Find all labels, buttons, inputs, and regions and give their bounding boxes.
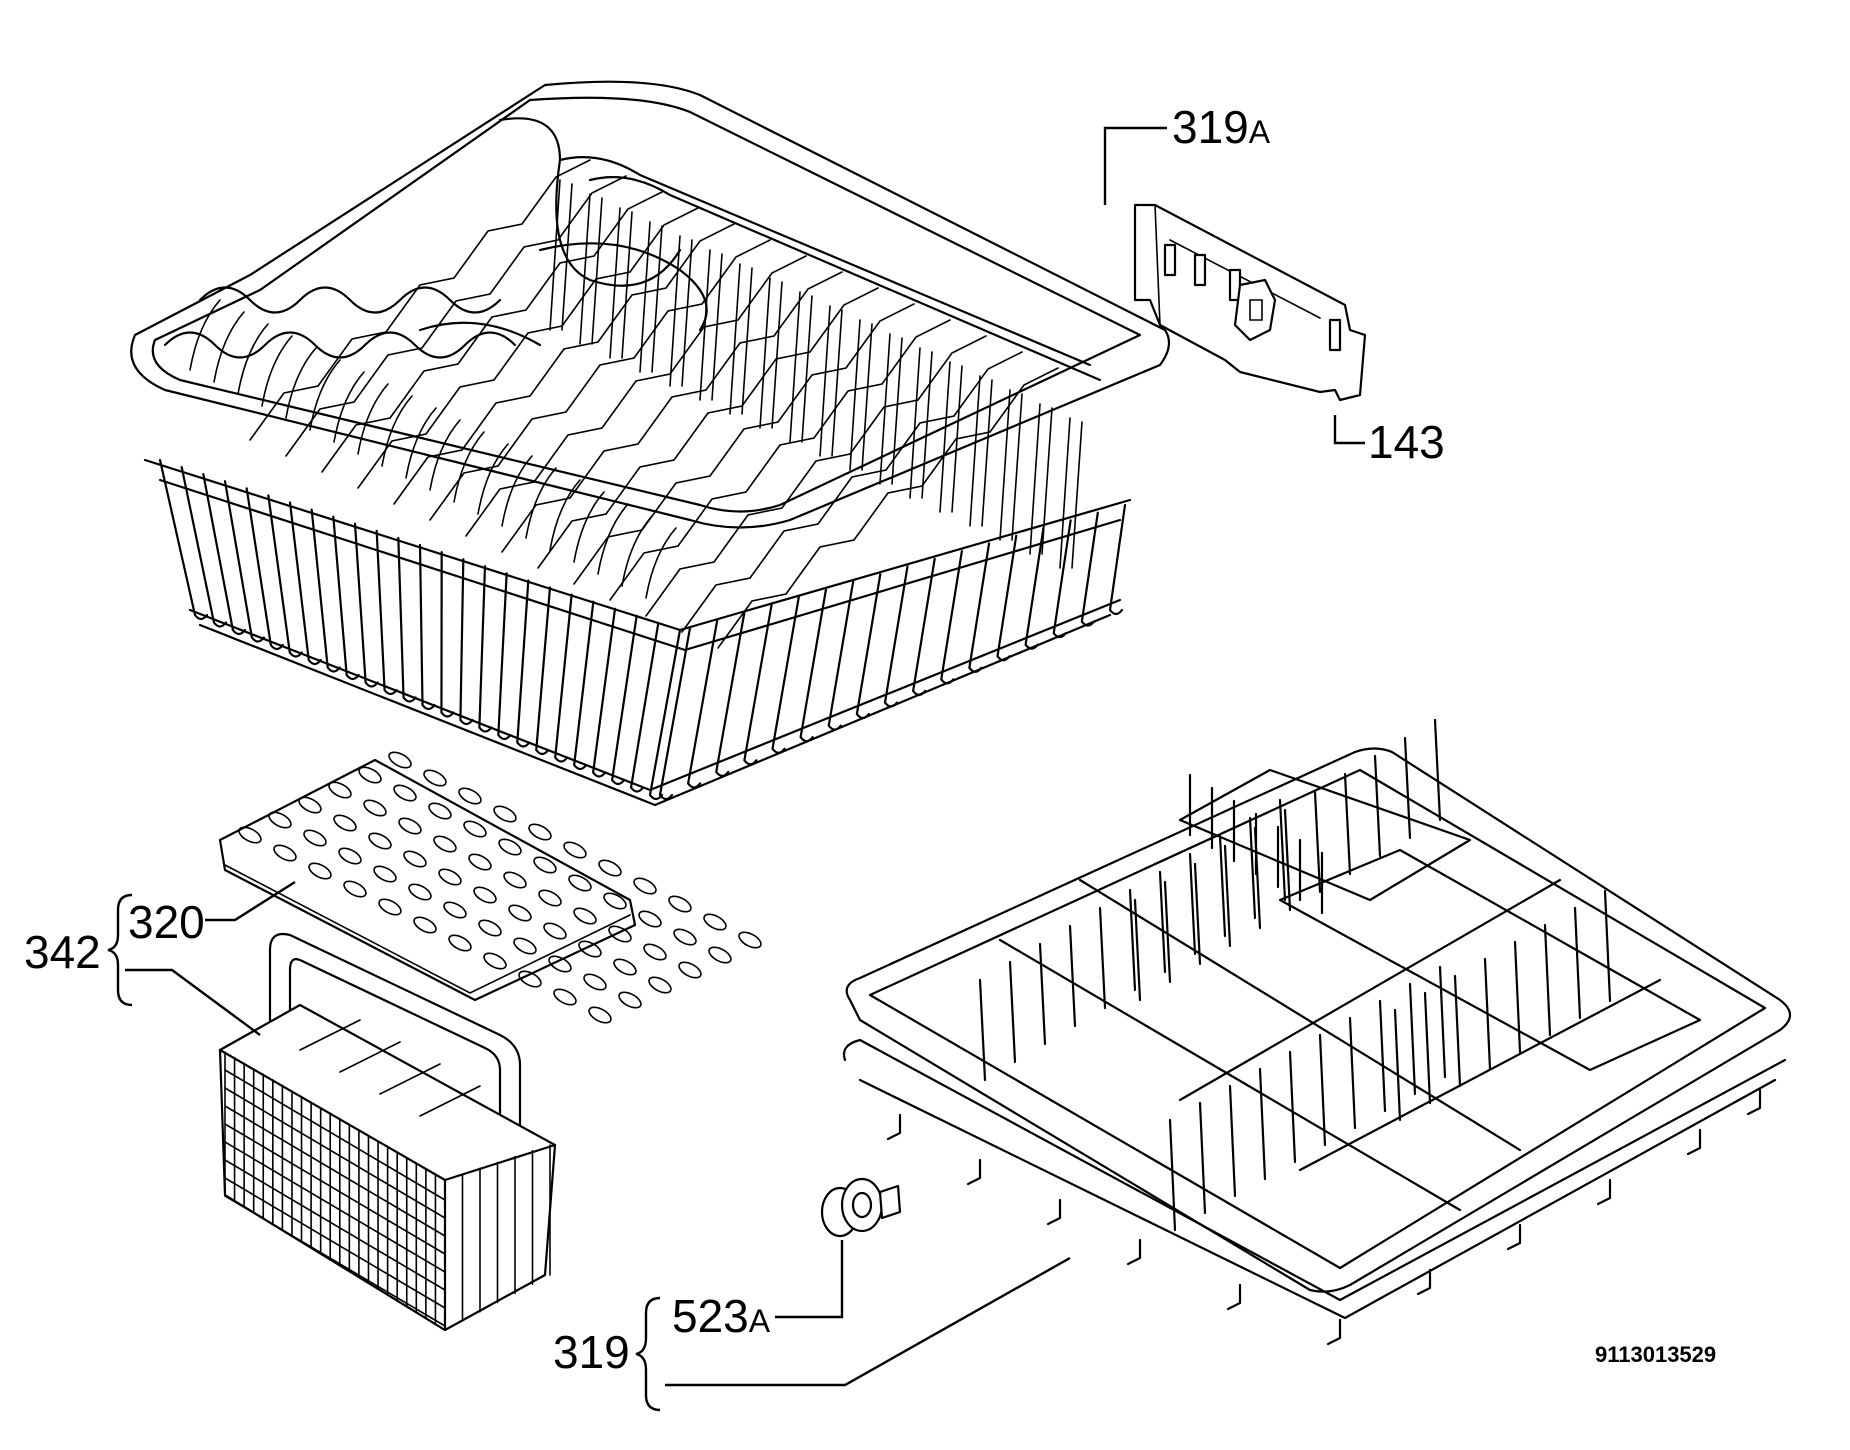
brace-319 — [635, 1296, 661, 1412]
document-number: 9113013529 — [1595, 1342, 1716, 1367]
lower-basket-tines — [978, 718, 1612, 1232]
callout-342: 342 — [24, 926, 101, 978]
basket-wheel — [820, 1177, 902, 1238]
upper-basket-front-bars — [158, 458, 682, 801]
cutlery-basket — [218, 932, 557, 1332]
leader-lines — [125, 126, 1365, 1387]
callout-523A: 523A — [672, 1290, 771, 1342]
cutlery-basket-lid — [218, 751, 762, 1024]
lower-basket-feet — [886, 1088, 1762, 1346]
callout-143: 143 — [1368, 416, 1445, 468]
upper-basket — [130, 80, 1171, 807]
callout-319: 319 — [553, 1326, 630, 1378]
callout-320: 320 — [128, 896, 205, 948]
callout-319A: 319A — [1172, 101, 1271, 153]
rail-bracket — [1133, 203, 1367, 402]
lid-slot-grid — [238, 751, 762, 1024]
upper-basket-plate-tines — [189, 159, 1083, 649]
cutlery-basket-mesh — [224, 1019, 551, 1331]
brace-342 — [107, 893, 133, 1007]
upper-basket-right-bars — [658, 503, 1127, 801]
lower-basket — [842, 718, 1792, 1346]
